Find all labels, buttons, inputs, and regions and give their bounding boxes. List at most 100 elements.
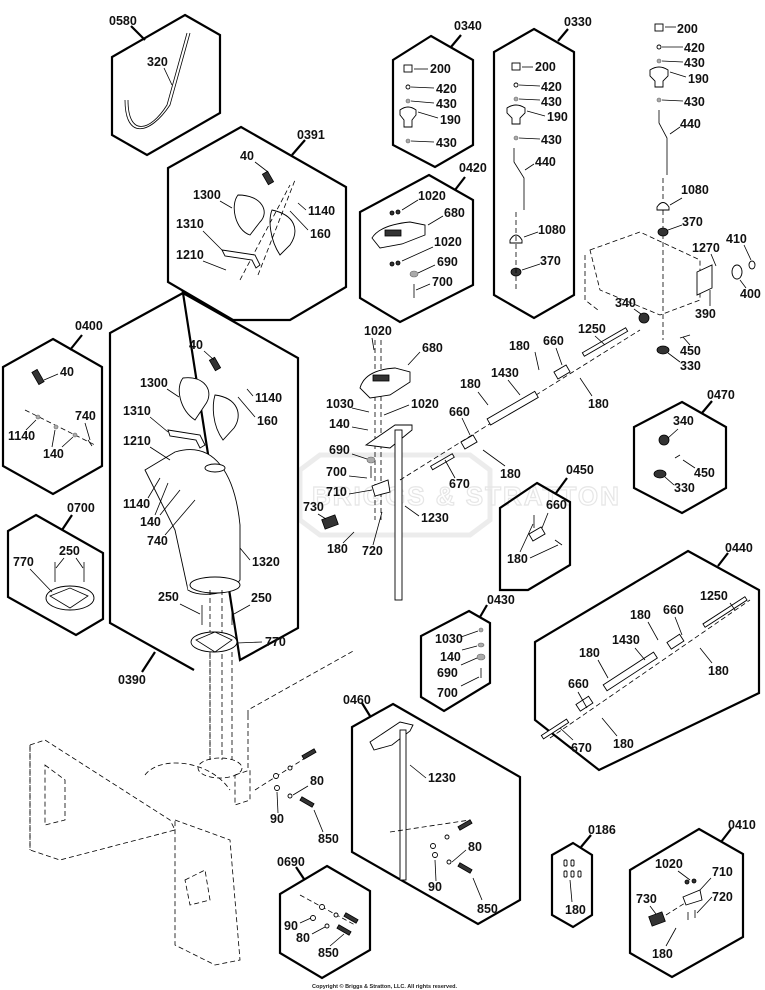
part-label-1210-b[interactable]: 1210 <box>123 434 151 448</box>
part-label-710-b[interactable]: 710 <box>712 865 733 879</box>
kit-label-0330[interactable]: 0330 <box>564 15 592 29</box>
part-label-690-b[interactable]: 690 <box>329 443 350 457</box>
part-label-440[interactable]: 440 <box>535 155 556 169</box>
part-label-1230[interactable]: 1230 <box>421 511 449 525</box>
part-label-180[interactable]: 180 <box>327 542 348 556</box>
part-label-1030-b[interactable]: 1030 <box>435 632 463 646</box>
part-label-430-d[interactable]: 430 <box>541 133 562 147</box>
part-label-710[interactable]: 710 <box>326 485 347 499</box>
part-label-190-b[interactable]: 190 <box>547 110 568 124</box>
part-label-1080-b[interactable]: 1080 <box>681 183 709 197</box>
part-label-410[interactable]: 410 <box>726 232 747 246</box>
part-label-770[interactable]: 770 <box>265 635 286 649</box>
part-label-730[interactable]: 730 <box>303 500 324 514</box>
part-label-1230-b[interactable]: 1230 <box>428 771 456 785</box>
part-label-80-c[interactable]: 80 <box>296 931 310 945</box>
part-label-660-c[interactable]: 660 <box>546 498 567 512</box>
part-label-40-b[interactable]: 40 <box>60 365 74 379</box>
part-label-140-d[interactable]: 140 <box>440 650 461 664</box>
part-label-1310-b[interactable]: 1310 <box>123 404 151 418</box>
part-label-430-e[interactable]: 430 <box>684 56 705 70</box>
part-label-850[interactable]: 850 <box>318 832 339 846</box>
part-label-720-b[interactable]: 720 <box>712 890 733 904</box>
part-label-700[interactable]: 700 <box>432 275 453 289</box>
part-label-430-f[interactable]: 430 <box>684 95 705 109</box>
kit-0580[interactable]: 0580 320 <box>109 13 222 157</box>
part-label-700-c[interactable]: 700 <box>437 686 458 700</box>
part-label-420-b[interactable]: 420 <box>541 80 562 94</box>
kit-0340[interactable]: 0340 200 420 430 190 430 <box>391 19 482 169</box>
kit-0390[interactable]: 0390 40 1300 1140 160 1310 1210 1140 140 <box>108 290 300 760</box>
part-label-180-j[interactable]: 180 <box>613 737 634 751</box>
part-label-660[interactable]: 660 <box>449 405 470 419</box>
part-label-660-e[interactable]: 660 <box>568 677 589 691</box>
part-label-200-b[interactable]: 200 <box>535 60 556 74</box>
part-label-690[interactable]: 690 <box>437 255 458 269</box>
kit-0400[interactable]: 0400 40 740 1140 140 <box>1 319 104 496</box>
part-label-40-c[interactable]: 40 <box>189 338 203 352</box>
part-label-390[interactable]: 390 <box>695 307 716 321</box>
kit-label-0410[interactable]: 0410 <box>728 818 756 832</box>
kit-0330[interactable]: 0330 200 420 430 190 430 440 1080 370 <box>492 15 592 320</box>
part-label-140[interactable]: 140 <box>329 417 350 431</box>
part-label-370-b[interactable]: 370 <box>682 215 703 229</box>
part-label-1080[interactable]: 1080 <box>538 223 566 237</box>
part-label-1140-b[interactable]: 1140 <box>8 429 35 443</box>
part-label-90-c[interactable]: 90 <box>284 919 298 933</box>
part-label-740[interactable]: 740 <box>75 409 96 423</box>
part-label-1300-b[interactable]: 1300 <box>140 376 168 390</box>
part-label-1020-b[interactable]: 1020 <box>434 235 462 249</box>
part-label-330-b[interactable]: 330 <box>674 481 695 495</box>
kit-label-0186[interactable]: 0186 <box>588 823 616 837</box>
kit-label-0450[interactable]: 0450 <box>566 463 594 477</box>
part-label-180-c[interactable]: 180 <box>460 377 481 391</box>
part-label-1320[interactable]: 1320 <box>252 555 280 569</box>
kit-label-0391[interactable]: 0391 <box>297 128 325 142</box>
kit-label-0580[interactable]: 0580 <box>109 14 137 28</box>
part-label-340[interactable]: 340 <box>615 296 636 310</box>
part-label-1020-d[interactable]: 1020 <box>411 397 439 411</box>
part-label-200[interactable]: 200 <box>430 62 451 76</box>
kit-label-0690[interactable]: 0690 <box>277 855 305 869</box>
part-label-90[interactable]: 90 <box>270 812 284 826</box>
kit-label-0340[interactable]: 0340 <box>454 19 482 33</box>
part-label-180-d[interactable]: 180 <box>509 339 530 353</box>
kit-0410[interactable]: 0410 1020 710 720 730 180 <box>628 818 756 979</box>
part-label-370[interactable]: 370 <box>540 254 561 268</box>
part-label-450[interactable]: 450 <box>680 344 701 358</box>
kit-0450[interactable]: 0450 660 180 <box>498 463 594 592</box>
kit-label-0440[interactable]: 0440 <box>725 541 753 555</box>
part-label-190-c[interactable]: 190 <box>688 72 709 86</box>
part-label-450-b[interactable]: 450 <box>694 466 715 480</box>
part-label-180-b[interactable]: 180 <box>500 467 521 481</box>
part-label-670-b[interactable]: 670 <box>571 741 592 755</box>
part-label-1300[interactable]: 1300 <box>193 188 221 202</box>
part-label-180-i[interactable]: 180 <box>708 664 729 678</box>
kit-0440[interactable]: 0440 1250 180 660 1430 180 180 660 180 6… <box>533 541 761 772</box>
part-label-1140-c[interactable]: 1140 <box>255 391 282 405</box>
part-label-440-b[interactable]: 440 <box>680 117 701 131</box>
part-label-680[interactable]: 680 <box>444 206 465 220</box>
kit-0430[interactable]: 0430 1030 140 690 700 <box>419 593 515 713</box>
part-label-400[interactable]: 400 <box>740 287 761 301</box>
part-label-160-b[interactable]: 160 <box>257 414 278 428</box>
part-label-250-b[interactable]: 250 <box>251 591 272 605</box>
kit-0470[interactable]: 0470 340 450 330 <box>632 388 735 515</box>
kit-label-0420[interactable]: 0420 <box>459 161 487 175</box>
part-label-40[interactable]: 40 <box>240 149 254 163</box>
part-label-850-c[interactable]: 850 <box>318 946 339 960</box>
kit-label-0460[interactable]: 0460 <box>343 693 371 707</box>
kit-0460[interactable]: 0460 1230 80 90 850 <box>343 693 522 926</box>
kit-label-0700[interactable]: 0700 <box>67 501 95 515</box>
part-label-420-c[interactable]: 420 <box>684 41 705 55</box>
part-label-1270[interactable]: 1270 <box>692 241 720 255</box>
kit-label-0400[interactable]: 0400 <box>75 319 103 333</box>
part-label-140-b[interactable]: 140 <box>43 447 64 461</box>
part-label-180-e[interactable]: 180 <box>588 397 609 411</box>
part-label-850-b[interactable]: 850 <box>477 902 498 916</box>
part-label-160[interactable]: 160 <box>310 227 331 241</box>
part-label-80-b[interactable]: 80 <box>468 840 482 854</box>
part-label-180-k[interactable]: 180 <box>565 903 586 917</box>
part-label-730-b[interactable]: 730 <box>636 892 657 906</box>
part-label-680-b[interactable]: 680 <box>422 341 443 355</box>
